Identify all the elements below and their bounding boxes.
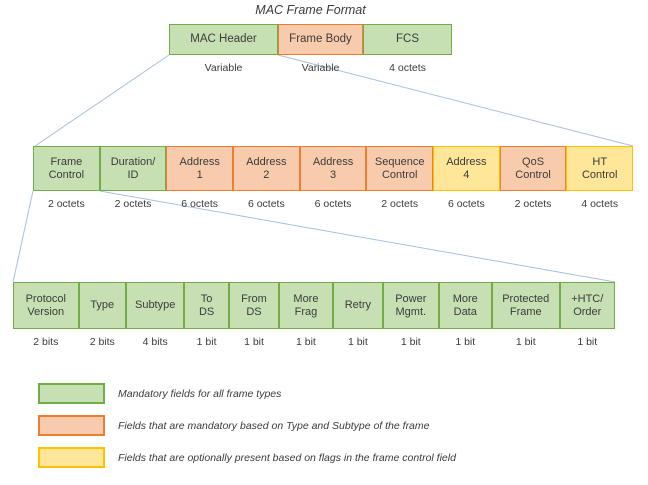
field-size-label: 1 bit	[515, 336, 536, 348]
field-size-label: 1 bit	[347, 336, 368, 348]
field-box: Power Mgmt.	[383, 282, 439, 329]
field-box: Subtype	[125, 282, 185, 329]
field-mac-header: MAC Header Variable	[169, 24, 278, 74]
field-box: Type	[78, 282, 126, 329]
field-protected-frame: Protected Frame 1 bit	[491, 282, 560, 348]
field-box: MAC Header	[169, 24, 278, 55]
field-qos-control: QoS Control 2 octets	[499, 146, 567, 210]
legend-swatch-yellow	[38, 447, 105, 468]
field-address-1: Address 1 6 octets	[166, 146, 234, 210]
legend-swatch-green	[38, 383, 105, 404]
field-box: From DS	[228, 282, 280, 329]
field-size-label: 6 octets	[447, 198, 485, 210]
frame-control-row: Protocol Version 2 bits Type 2 bits Subt…	[13, 282, 615, 348]
field-size-label: 1 bit	[196, 336, 217, 348]
legend-text: Mandatory fields for all frame types	[118, 387, 282, 400]
field-more-frag: More Frag 1 bit	[279, 282, 333, 348]
field-size-label: 6 octets	[314, 198, 352, 210]
field-ht-control: HT Control 4 octets	[566, 146, 634, 210]
field-box: Protocol Version	[13, 282, 79, 329]
field-retry: Retry 1 bit	[332, 282, 384, 348]
field-size-label: Variable	[204, 62, 243, 74]
field-address-4: Address 4 6 octets	[433, 146, 500, 210]
field-frame-control: Frame Control 2 octets	[33, 146, 100, 210]
field-box: Frame Body	[278, 24, 363, 55]
field-size-label: 6 octets	[181, 198, 219, 210]
field-sequence-control: Sequence Control 2 octets	[366, 146, 434, 210]
field-size-label: 1 bit	[244, 336, 264, 348]
field-size-label: 2 octets	[114, 198, 152, 210]
field-more-data: More Data 1 bit	[438, 282, 492, 348]
field-size-label: 2 octets	[381, 198, 419, 210]
field-size-label: 2 octets	[47, 198, 85, 210]
field-htc-order: +HTC/ Order 1 bit	[559, 282, 615, 348]
field-type: Type 2 bits	[78, 282, 126, 348]
field-size-label: 1 bit	[400, 336, 421, 348]
connector-line-row2-left	[12, 190, 34, 283]
field-box: Sequence Control	[366, 146, 434, 191]
field-from-ds: From DS 1 bit	[228, 282, 280, 348]
field-box: FCS	[363, 24, 452, 55]
field-size-label: Variable	[301, 62, 340, 74]
field-duration-id: Duration/ ID 2 octets	[99, 146, 167, 210]
field-size-label: 4 octets	[389, 62, 426, 74]
field-box: Address 3	[299, 146, 367, 191]
field-size-label: 4 octets	[581, 198, 619, 210]
legend-text: Fields that are optionally present based…	[118, 451, 456, 464]
field-size-label: 1 bit	[577, 336, 598, 348]
field-box: +HTC/ Order	[559, 282, 615, 329]
field-box: HT Control	[566, 146, 634, 191]
diagram-title: MAC Frame Format	[255, 3, 366, 17]
mac-header-row: Frame Control 2 octets Duration/ ID 2 oc…	[33, 146, 634, 210]
field-fcs: FCS 4 octets	[363, 24, 452, 74]
legend-item-type-subtype: Fields that are mandatory based on Type …	[38, 415, 430, 436]
field-box: QoS Control	[499, 146, 567, 191]
field-size-label: 1 bit	[296, 336, 316, 348]
legend-item-mandatory: Mandatory fields for all frame types	[38, 383, 281, 404]
connector-line-row1-left	[34, 54, 170, 147]
legend-swatch-orange	[38, 415, 105, 436]
field-size-label: 4 bits	[142, 336, 168, 348]
field-to-ds: To DS 1 bit	[184, 282, 229, 348]
field-box: Address 4	[433, 146, 500, 191]
field-address-3: Address 3 6 octets	[299, 146, 367, 210]
field-size-label: 6 octets	[247, 198, 285, 210]
field-size-label: 2 bits	[33, 336, 59, 348]
field-box: More Data	[438, 282, 492, 329]
field-box: Retry	[332, 282, 384, 329]
field-box: To DS	[184, 282, 229, 329]
field-size-label: 1 bit	[455, 336, 476, 348]
field-size-label: 2 bits	[89, 336, 115, 348]
field-box: More Frag	[279, 282, 333, 329]
field-power-mgmt: Power Mgmt. 1 bit	[383, 282, 439, 348]
legend-item-optional: Fields that are optionally present based…	[38, 447, 456, 468]
field-box: Address 1	[166, 146, 234, 191]
field-frame-body: Frame Body Variable	[278, 24, 363, 74]
field-box: Duration/ ID	[99, 146, 167, 191]
field-box: Frame Control	[33, 146, 100, 191]
field-protocol-version: Protocol Version 2 bits	[13, 282, 79, 348]
mac-frame-row: MAC Header Variable Frame Body Variable …	[169, 24, 452, 74]
field-address-2: Address 2 6 octets	[233, 146, 300, 210]
field-size-label: 2 octets	[514, 198, 552, 210]
field-subtype: Subtype 4 bits	[125, 282, 185, 348]
field-box: Protected Frame	[491, 282, 560, 329]
legend-text: Fields that are mandatory based on Type …	[118, 419, 430, 432]
field-box: Address 2	[233, 146, 300, 191]
